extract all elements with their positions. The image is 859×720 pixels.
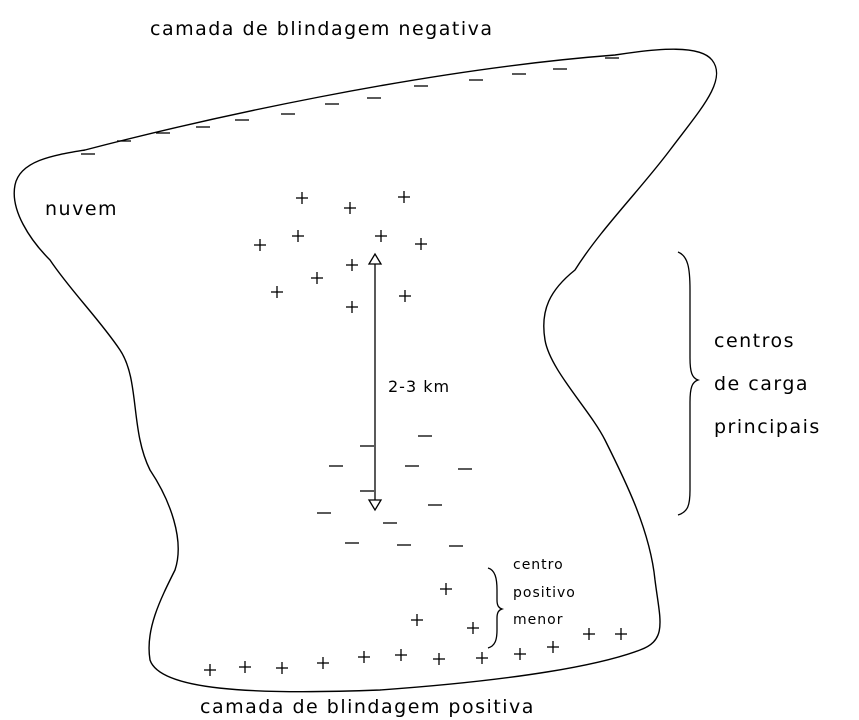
plus-charge — [296, 192, 308, 204]
plus-charge — [467, 622, 479, 634]
plus-charge — [399, 290, 411, 302]
main-centers-line-1: centros — [714, 330, 795, 352]
plus-charge — [375, 230, 387, 242]
plus-charge — [311, 272, 323, 284]
main-centers-line-3: principais — [714, 416, 821, 438]
plus-charge — [476, 652, 488, 664]
cloud-label: nuvem — [45, 198, 118, 220]
cloud-outline — [13, 48, 718, 693]
minor-center-brace — [487, 567, 505, 649]
plus-charge — [254, 239, 266, 251]
plus-charge — [411, 614, 423, 626]
plus-charge — [358, 651, 370, 663]
charge-symbols — [81, 57, 627, 676]
plus-charge — [514, 648, 526, 660]
minor-center-line-2: positivo — [513, 585, 576, 601]
plus-charge — [346, 301, 358, 313]
plus-charge — [271, 286, 283, 298]
plus-charge — [395, 649, 407, 661]
plus-charge — [276, 662, 288, 674]
plus-charge — [292, 230, 304, 242]
plus-charge — [204, 664, 216, 676]
plus-charge — [344, 202, 356, 214]
plus-charge — [317, 657, 329, 669]
top-layer-label: camada de blindagem negativa — [150, 18, 494, 40]
plus-charge — [398, 191, 410, 203]
minor-center-line-3: menor — [513, 612, 563, 628]
minor-center-line-1: centro — [513, 557, 564, 573]
main-centers-brace — [677, 251, 701, 516]
plus-charge — [547, 641, 559, 653]
distance-arrow — [367, 252, 383, 512]
plus-charge — [615, 628, 627, 640]
plus-charge — [433, 653, 445, 665]
distance-label: 2-3 km — [388, 377, 450, 396]
plus-charge — [415, 238, 427, 250]
plus-charge — [583, 628, 595, 640]
bottom-layer-label: camada de blindagem positiva — [200, 696, 535, 718]
plus-charge — [239, 661, 251, 673]
plus-charge — [440, 583, 452, 595]
plus-charge — [346, 259, 358, 271]
main-centers-line-2: de carga — [714, 373, 809, 395]
